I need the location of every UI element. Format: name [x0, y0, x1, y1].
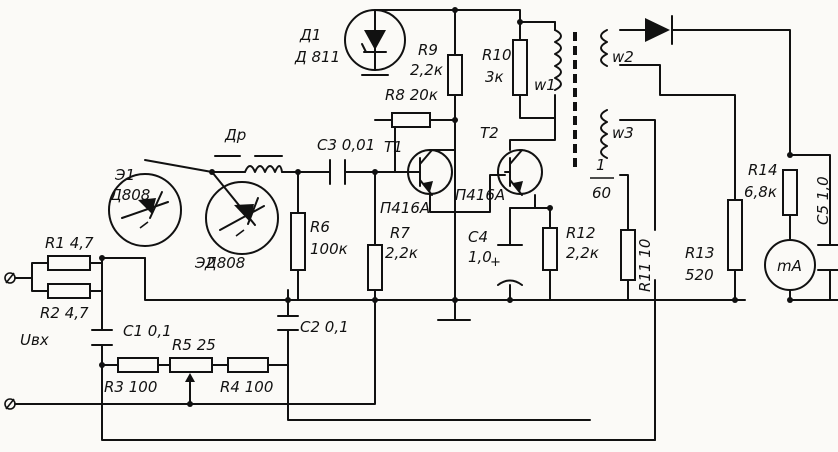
label-r9: R9: [418, 41, 438, 59]
labels: Д1 Д 811 R9 2,2к R8 20к R10 3к w1 w2 w3 …: [20, 26, 832, 396]
resistor-r2: [47, 283, 91, 299]
label-t2: T2: [480, 124, 499, 142]
label-e1: Э1: [114, 166, 135, 184]
resistor-r13: [727, 199, 743, 271]
resistor-r10: [512, 39, 528, 96]
resistor-r6: [290, 212, 306, 271]
label-uin: Uвх: [20, 331, 49, 349]
label-r13: R13: [685, 244, 715, 262]
label-ratio-bot: 60: [592, 184, 611, 202]
zener-d1: [344, 9, 406, 76]
capacitor-c4: +: [490, 244, 523, 286]
label-r14: R14: [748, 161, 778, 179]
label-w2: w2: [612, 48, 634, 66]
label-e2-type: Д808: [204, 254, 245, 272]
label-e1-type: Д808: [109, 186, 150, 204]
label-t1-type: П416А: [380, 199, 430, 217]
resistor-r5: [169, 357, 213, 373]
r5-wiper-arrow: [185, 373, 195, 382]
label-r14-val: 6,8к: [744, 183, 777, 201]
label-r6-val: 100к: [310, 240, 348, 258]
capacitor-c2: [277, 315, 299, 331]
label-r3: R3 100: [104, 378, 157, 396]
choke-dr: [214, 155, 283, 173]
capacitor-c3: [329, 159, 346, 185]
resistor-r7: [367, 244, 383, 291]
diode-e1: [108, 173, 182, 247]
capacitor-c1: [91, 329, 113, 346]
label-r4: R4 100: [220, 378, 273, 396]
resistor-r11: [620, 229, 636, 281]
label-dr: Др: [224, 126, 246, 144]
label-c3: C3 0,01: [317, 136, 375, 154]
resistor-r1: [47, 255, 91, 271]
svg-text:+: +: [490, 255, 501, 270]
label-r11: R11 10: [636, 239, 654, 292]
label-ratio-top: 1: [596, 156, 606, 174]
label-w3: w3: [612, 124, 634, 142]
label-r7: R7: [390, 224, 410, 242]
label-r12: R12: [566, 224, 596, 242]
label-d1-type: Д 811: [294, 48, 340, 66]
label-e2: Э2: [194, 254, 215, 272]
diode-e2: [205, 181, 279, 255]
resistor-r4: [227, 357, 269, 373]
milliammeter: [764, 239, 816, 291]
label-r2: R2 4,7: [40, 304, 89, 322]
input-terminal-bottom: [4, 398, 16, 410]
label-r13-val: 520: [685, 266, 714, 284]
resistor-r9: [447, 54, 463, 96]
resistor-r14: [782, 169, 798, 216]
transistor-t1: [394, 149, 453, 196]
label-c5: C5 1,0: [814, 176, 832, 225]
label-r10-val: 3к: [485, 68, 504, 86]
label-t2-type: П416А: [455, 186, 505, 204]
label-r12-val: 2,2к: [566, 244, 599, 262]
resistor-r8: [391, 112, 431, 128]
label-c1: C1 0,1: [123, 322, 172, 340]
transformer: [554, 21, 608, 170]
label-r6: R6: [310, 218, 330, 236]
label-d1-ref: Д1: [299, 26, 321, 44]
label-c4: C4: [468, 228, 488, 246]
label-r7-val: 2,2к: [385, 244, 418, 262]
resistor-r3: [117, 357, 159, 373]
label-meter: mA: [777, 257, 802, 275]
label-r8: R8 20к: [385, 86, 438, 104]
resistor-r12: [542, 227, 558, 271]
label-r5: R5 25: [172, 336, 216, 354]
label-w1: w1: [534, 76, 556, 94]
label-c4-val: 1,0: [468, 248, 492, 266]
capacitor-c5: [817, 244, 838, 271]
junction-dots: [99, 7, 793, 407]
input-terminal-top: [4, 272, 16, 284]
label-t1: T1: [384, 138, 403, 156]
label-r1: R1 4,7: [45, 234, 94, 252]
label-r10: R10: [482, 46, 512, 64]
diode-rect: [645, 15, 691, 45]
label-c2: C2 0,1: [300, 318, 349, 336]
transistor-t2: [497, 149, 543, 196]
label-r9-val: 2,2к: [410, 61, 443, 79]
